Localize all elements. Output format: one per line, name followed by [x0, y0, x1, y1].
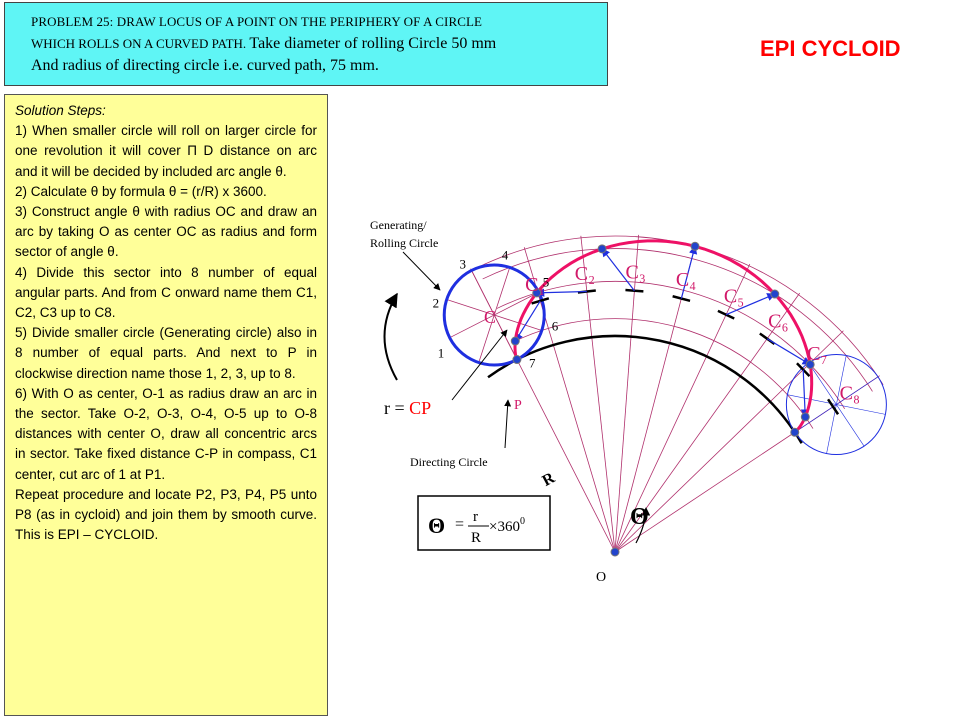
circle-point-label: 1 [438, 346, 445, 361]
center-to-point-arrow [800, 369, 810, 418]
formula-numerator: r [473, 509, 478, 525]
center-to-point-arrow [680, 245, 698, 299]
locus-point [532, 288, 542, 298]
formula-theta: Θ [428, 513, 445, 538]
step-6: 6) With O as center, O-1 as radius draw … [15, 385, 317, 482]
circle-point-label: 7 [529, 356, 536, 371]
r-label-leader [451, 329, 508, 401]
locus-point [800, 412, 810, 422]
P-label: P [514, 398, 522, 413]
step-4: 4) Divide this sector into 8 number of e… [15, 264, 317, 321]
solution-steps-panel: Solution Steps: 1) When smaller circle w… [4, 94, 328, 716]
center-to-point-arrow [725, 293, 776, 316]
R-label: R [539, 469, 558, 490]
formula-denominator: R [471, 530, 481, 546]
directing-circle-arc [487, 334, 803, 444]
blue-arrows [514, 245, 811, 418]
generating-circle-final [785, 354, 887, 456]
theta-symbol-large: Θ [630, 504, 649, 530]
locus-point [510, 336, 520, 346]
page-title: EPI CYCLOID [760, 36, 901, 61]
sector-ray [614, 330, 844, 553]
theta-angle-arc [635, 507, 651, 544]
locus-point [512, 355, 522, 365]
center-label: C₄ [676, 269, 696, 291]
sector-ray [614, 263, 751, 553]
center-tick [672, 295, 691, 303]
center-label: C₈ [840, 382, 860, 404]
step-3: 3) Construct angle θ with radius OC and … [15, 204, 317, 260]
epicycloid-diagram: Generating/ Rolling Circle Directing Cir… [370, 218, 887, 585]
locus-point [790, 427, 800, 437]
problem-statement: PROBLEM 25: DRAW LOCUS OF A POINT ON THE… [4, 2, 608, 86]
generating-circle-division [446, 299, 542, 331]
center-label: C₂ [575, 263, 595, 285]
formula-superscript: 0 [520, 516, 525, 527]
center-label: C₆ [768, 311, 788, 333]
center-label: C₇ [807, 343, 827, 365]
step-2: 2) Calculate θ by formula θ = (r/R) x 36… [15, 183, 267, 199]
rotation-arrow [383, 292, 398, 381]
sector-ray [614, 234, 639, 553]
center-label: C₁ [525, 274, 545, 296]
locus-point [805, 359, 815, 369]
epicycloid-locus [513, 239, 814, 434]
final-circle-division [826, 355, 847, 454]
formula-box [417, 495, 551, 551]
center-to-point-arrow [514, 300, 541, 342]
O-label: O [596, 570, 606, 585]
concentric-arc [482, 248, 873, 392]
problem-line-2: WHICH ROLLS ON A CURVED PATH. Take diame… [31, 33, 597, 55]
r-label: r = CP [384, 398, 431, 418]
center-labels: C₁ C₂ C₃ C₄ C₅ C₆ C₇ C₈ [525, 261, 860, 404]
generating-label-leader [402, 251, 441, 291]
directing-label: Directing Circle [410, 455, 488, 469]
step-1: 1) When smaller circle will roll on larg… [15, 123, 317, 179]
concentric-arc [513, 318, 814, 429]
directing-label-leader [504, 399, 512, 449]
center-tick [827, 398, 840, 415]
problem-line-1: PROBLEM 25: DRAW LOCUS OF A POINT ON THE… [31, 14, 483, 29]
center-to-point-arrow [601, 248, 635, 292]
circle-point-label: 2 [433, 296, 440, 311]
center-label: C₃ [626, 261, 646, 283]
problem-line-2-small: WHICH ROLLS ON A CURVED PATH. [31, 36, 250, 51]
solution-heading: Solution Steps: [15, 103, 106, 118]
sector-ray [580, 235, 616, 553]
step-7: Repeat procedure and locate P2, P3, P4, … [15, 486, 317, 543]
circle-point-label: 4 [502, 247, 509, 262]
circle-point-label: 5 [543, 274, 550, 289]
sector-ray [523, 247, 616, 553]
generating-circle [442, 263, 546, 367]
locus-point [690, 241, 700, 251]
circle-point-label: 6 [552, 318, 559, 333]
r-value: CP [409, 398, 431, 418]
circle-point-labels: 1 2 3 4 5 6 7 [433, 247, 559, 370]
generating-label-line-1: Generating/ [370, 218, 427, 232]
problem-line-3: And radius of directing circle i.e. curv… [31, 57, 379, 74]
formula-equals: = [455, 516, 464, 533]
formula-times: ×3600 [489, 516, 525, 535]
generating-label-line-2: Rolling Circle [370, 236, 438, 250]
step-5: 5) Divide smaller circle (Generating cir… [15, 325, 317, 381]
C-label: C [484, 307, 496, 327]
center-point-O [610, 547, 620, 557]
locus-points [510, 241, 815, 557]
center-to-point-arrow [535, 288, 587, 297]
problem-line-2-large: Take diameter of rolling Circle 50 mm [249, 35, 497, 52]
locus-point [770, 289, 780, 299]
center-to-point-arrow [766, 338, 811, 365]
locus-point [597, 244, 607, 254]
circle-point-label: 3 [460, 256, 467, 271]
center-label: C₅ [724, 286, 744, 308]
